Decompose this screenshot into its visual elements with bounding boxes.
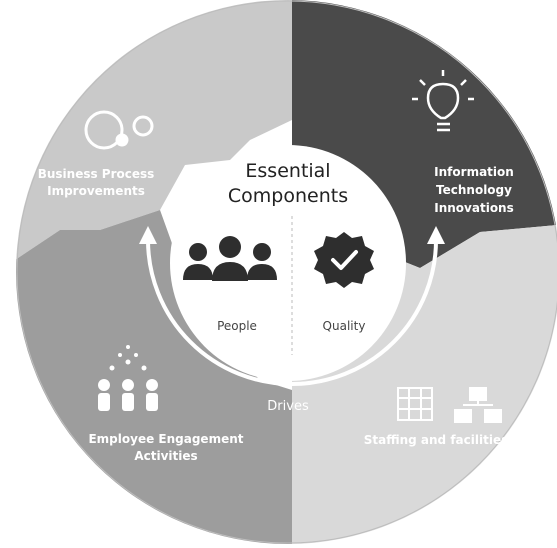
top-left-label-line1: Business Process (38, 167, 155, 181)
arc-arrowhead-left (139, 226, 157, 244)
center-title-line2: Components (228, 185, 348, 207)
top-right-label-line2: Technology (436, 183, 512, 197)
bottom-left-label-line2: Activities (134, 449, 197, 463)
process-icon (84, 110, 154, 150)
center-circle (170, 145, 406, 381)
bottom-right-label: Staffing and facilities (364, 433, 508, 447)
employees-icon (98, 345, 158, 411)
center-title-line1: Essential (245, 160, 330, 182)
quality-badge-icon (314, 232, 374, 288)
people-icon (183, 236, 277, 281)
lightbulb-icon (412, 70, 474, 132)
staffing-icon (397, 387, 502, 423)
people-label: People (217, 319, 257, 333)
drives-arc (146, 239, 438, 386)
top-right-label-line3: Innovations (434, 201, 514, 215)
wheel-outline (16, 0, 557, 544)
arc-label: Drives (267, 399, 309, 414)
top-left-label-line2: Improvements (47, 184, 145, 198)
arc-arrowhead-right (427, 226, 445, 244)
quality-label: Quality (323, 319, 366, 333)
top-right-label-line1: Information (434, 165, 514, 179)
bottom-left-label-line1: Employee Engagement (88, 432, 243, 446)
